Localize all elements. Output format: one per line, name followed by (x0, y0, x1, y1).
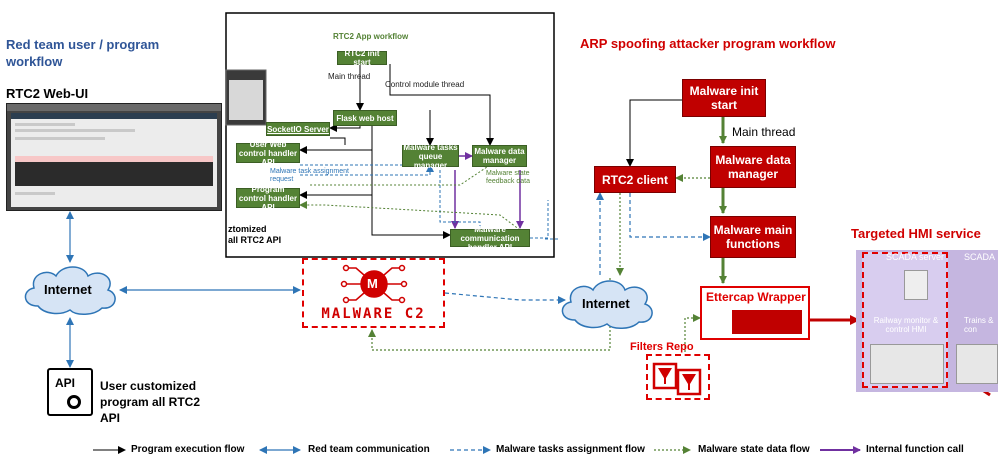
filter-icon (652, 362, 702, 396)
app-main-thread: Main thread (328, 72, 371, 81)
c2-letter: M (367, 276, 378, 291)
api-caption: User customized program all RTC2 API (100, 379, 201, 425)
malware-c2-logo: M MALWARE C2 (302, 258, 445, 328)
hmi-screenshot: SCADA server SCADA Railway monitor & con… (856, 244, 998, 392)
c2-circuit-icon (340, 264, 408, 304)
app-control-thread: Control module thread (385, 80, 465, 89)
rtc2-init-box: RTC2 init start (337, 49, 387, 67)
legend-tasks: Malware tasks assignment flow (496, 444, 645, 455)
server-icon (904, 270, 928, 300)
filters-repo-box (646, 354, 710, 400)
arp-heading: ARP spoofing attacker program workflow (580, 36, 836, 51)
api-icon-text: API (55, 376, 76, 390)
task-request-note: Malware task assignment request (270, 168, 349, 183)
internet-right-label: Internet (582, 296, 630, 311)
webui-screenshot (6, 103, 222, 211)
ettercap-logo-icon (732, 310, 802, 334)
c2-label: MALWARE C2 (321, 306, 426, 322)
hmi-scada2-label: SCADA (964, 252, 996, 262)
hmi-heading: Targeted HMI service (851, 226, 981, 241)
malware-data-mgr-box: Malware data manager (710, 146, 796, 188)
malware-init-box: Malware init start (682, 79, 766, 117)
legend-state: Malware state data flow (698, 444, 810, 455)
app-data-mgr-box: Malware data manager (472, 145, 527, 167)
flask-box: Flask web host (333, 110, 397, 126)
webui-title: RTC2 Web-UI (6, 86, 89, 101)
ettercap-label: Ettercap Wrapper (706, 290, 806, 304)
internet-left-label: Internet (44, 282, 92, 297)
right-main-thread: Main thread (732, 125, 796, 139)
state-feedback-note: Malware state feedback data (486, 170, 530, 185)
internet-cloud-right (561, 280, 653, 329)
comm-handler-box: Malware communication handler API (450, 225, 530, 252)
legend-internal: Internal function call (866, 444, 964, 455)
task-queue-box: Malware tasks queue manager (402, 142, 459, 170)
gear-icon (67, 395, 81, 409)
internet-cloud-left (24, 266, 116, 315)
legend-exec: Program execution flow (131, 444, 245, 455)
legend-team: Red team communication (308, 444, 430, 455)
partial-text-1: ztomized (228, 224, 267, 234)
app-workflow-title: RTC2 App workflow (333, 32, 409, 41)
red-team-heading: Red team user / program workflow (6, 37, 160, 69)
hmi-railway-label: Railway monitor & control HMI (873, 316, 939, 334)
filters-repo-label: Filters Repo (630, 341, 694, 353)
rtc2-client-box: RTC2 client (594, 166, 676, 193)
hmi-trains-label: Trains & con (964, 316, 994, 334)
malware-main-funcs-box: Malware main functions (710, 216, 796, 258)
partial-text-2: all RTC2 API (228, 235, 282, 245)
hmi-scada-label: SCADA server (886, 252, 945, 262)
socketio-box: SocketIO Server (266, 122, 330, 136)
api-icon: API (47, 368, 93, 416)
user-web-box: User Web control handler API (236, 140, 300, 167)
program-ctrl-box: Program control handler API (236, 185, 300, 212)
ettercap-wrapper: Ettercap Wrapper (700, 286, 810, 340)
